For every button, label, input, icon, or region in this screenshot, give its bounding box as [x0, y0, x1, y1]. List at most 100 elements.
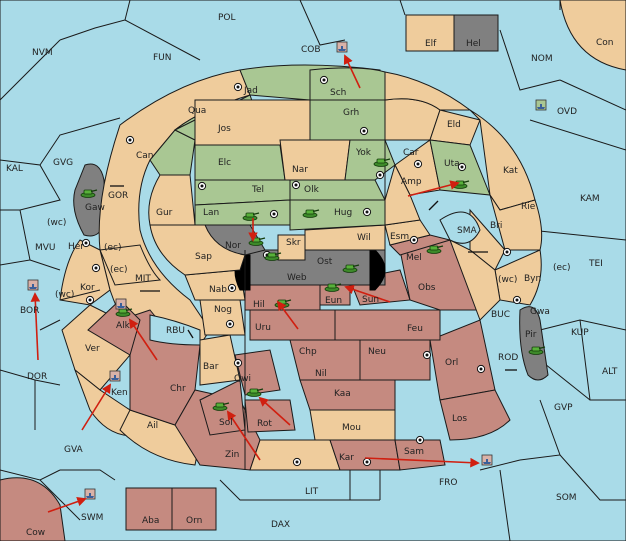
fleet-icon[interactable] — [27, 279, 39, 291]
fleet-icon[interactable] — [336, 41, 348, 53]
province-gaw[interactable] — [73, 163, 107, 237]
label-cob: COB — [301, 45, 321, 55]
fleet-icon[interactable] — [115, 298, 127, 310]
fleet-icon[interactable] — [481, 454, 493, 466]
label-nvm: NVM — [32, 48, 53, 58]
label-ost: Ost — [317, 257, 333, 267]
province-rot[interactable] — [244, 399, 296, 433]
fleet-icon[interactable] — [535, 99, 547, 111]
label-pol: POL — [218, 13, 236, 23]
label-amp: Amp — [401, 177, 422, 187]
label-qwi: Qwi — [234, 374, 251, 384]
province-bar[interactable] — [199, 334, 241, 386]
sc-dot-icon — [125, 135, 135, 145]
label-nar: Nar — [292, 165, 308, 175]
province-byn[interactable] — [494, 249, 542, 306]
label-lit: LIT — [305, 487, 319, 497]
fleet-icon[interactable] — [84, 488, 96, 500]
label-olk: Olk — [304, 185, 320, 195]
province-los[interactable] — [439, 389, 511, 441]
label-hug: Hug — [334, 208, 352, 218]
arrow-icon — [128, 318, 158, 361]
province-orn[interactable] — [171, 487, 217, 531]
label-alt: ALT — [602, 367, 618, 377]
label-byn: Byn — [524, 274, 541, 284]
label-nor: Nor — [225, 241, 241, 251]
label-aba: Aba — [142, 516, 159, 526]
label-mvu: MVU — [35, 243, 56, 253]
label-chp: Chp — [299, 347, 317, 357]
province-nar[interactable] — [279, 139, 351, 181]
label-kam: KAM — [580, 194, 600, 204]
label-sma: SMA — [457, 226, 477, 236]
label-nil: Nil — [315, 369, 327, 379]
province-pir[interactable] — [519, 306, 549, 381]
sc-dot-icon — [85, 295, 95, 305]
label-rie: Rie — [521, 202, 536, 212]
label-kar: Kar — [339, 453, 354, 463]
label-lan: Lan — [203, 208, 219, 218]
arrow-icon — [407, 180, 460, 197]
province-kor[interactable] — [59, 239, 111, 306]
sc-dot-icon — [415, 435, 425, 445]
label-los: Los — [452, 414, 467, 424]
province-elc[interactable] — [194, 144, 286, 181]
province-aba[interactable] — [125, 487, 173, 531]
label-orl: Orl — [445, 358, 458, 368]
province-qwi[interactable] — [234, 349, 281, 396]
sc-dot-icon — [269, 209, 279, 219]
label-elf: Elf — [425, 39, 437, 49]
province-neu[interactable] — [359, 339, 431, 381]
arrow-icon — [364, 457, 480, 468]
label-sun: Sun — [362, 295, 379, 305]
sc-dot-icon — [502, 247, 512, 257]
label-neu: Neu — [368, 347, 386, 357]
label-kat: Kat — [503, 166, 518, 176]
province-grh[interactable] — [309, 99, 386, 141]
province-labels: POL NVM FUN COB NOM Elf Hel Con OVD KAL … — [6, 13, 618, 538]
province-cow[interactable] — [0, 477, 66, 541]
label-hel: Hel — [466, 39, 481, 49]
province-hel[interactable] — [453, 14, 499, 52]
arrow-icon — [81, 383, 112, 431]
label-can: Can — [136, 151, 154, 161]
label-mit: MIT — [135, 274, 151, 284]
arrow-icon — [276, 300, 299, 330]
web-right-cap — [369, 249, 386, 291]
province-feu[interactable] — [334, 309, 441, 341]
province-elf[interactable] — [405, 14, 455, 52]
province-sch[interactable] — [309, 67, 386, 101]
label-bri: Bri — [490, 221, 502, 231]
sc-dot-icon — [375, 170, 385, 180]
sc-dot-icon — [292, 457, 302, 467]
province-sap[interactable] — [149, 224, 246, 276]
province-skr[interactable] — [277, 234, 306, 261]
arrow-icon — [30, 292, 41, 361]
label-alk: Alk — [116, 321, 131, 331]
label-wc1: (wc) — [47, 218, 66, 228]
label-web: Web — [287, 273, 307, 283]
province-her[interactable] — [99, 244, 162, 286]
label-zin: Zin — [225, 450, 239, 460]
label-gvp: GVP — [554, 403, 573, 413]
label-buc: BUC — [491, 310, 510, 320]
label-uta: Uta — [444, 159, 460, 169]
label-gvg: GVG — [53, 158, 73, 168]
label-tei: TEI — [588, 259, 603, 269]
province-can[interactable] — [149, 129, 196, 176]
sc-dot-icon — [291, 180, 301, 190]
label-orn: Orn — [186, 516, 202, 526]
label-pir: Pir — [525, 330, 537, 340]
province-jos[interactable] — [194, 99, 311, 146]
label-ec2: (ec) — [553, 263, 571, 273]
label-dax: DAX — [271, 520, 290, 530]
sc-dot-icon — [91, 263, 101, 273]
label-uru: Uru — [255, 323, 271, 333]
label-kor: Kor — [80, 283, 95, 293]
label-rod: ROD — [498, 353, 518, 363]
label-grh: Grh — [343, 108, 359, 118]
arrow-icon — [258, 396, 291, 426]
fleet-icon[interactable] — [109, 370, 121, 382]
province-gur-inner[interactable] — [148, 174, 196, 226]
